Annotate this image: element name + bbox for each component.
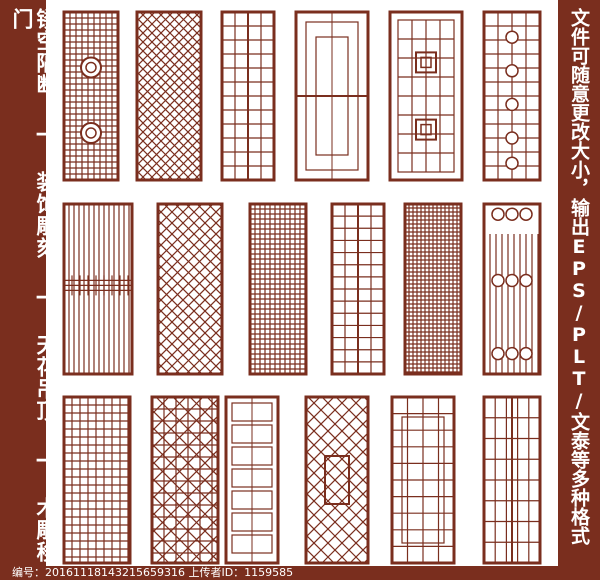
panel-floral-grid bbox=[482, 10, 542, 182]
panel-fine-grid bbox=[248, 202, 308, 376]
left-banner: 镂空隔断 — 装饰雕刻 — 天花吊顶 — 木雕移门 bbox=[0, 0, 58, 580]
panel-step-frames bbox=[390, 395, 456, 565]
panel-octagon-lattice bbox=[150, 395, 220, 565]
panel-ladder-frame bbox=[330, 202, 386, 376]
panel-square-grid bbox=[62, 395, 132, 565]
right-banner-text: 文件可随意更改大小，输出EPS/PLT/文泰等多种格式 bbox=[568, 8, 590, 545]
panel-arched-bars bbox=[482, 395, 542, 565]
footer-text: 编号：20161118143215659316 上传者ID：1159585 bbox=[12, 566, 294, 579]
panel-dense-grid bbox=[403, 202, 463, 376]
panel-grid-with-medallions bbox=[62, 10, 120, 182]
panel-square-knots bbox=[388, 10, 464, 182]
panel-vertical-bars bbox=[62, 202, 134, 376]
panel-clover-bars bbox=[482, 202, 542, 376]
panel-open-frame bbox=[294, 10, 370, 182]
panel-grid-with-cross bbox=[220, 10, 276, 182]
panel-diagonal-lattice bbox=[135, 10, 203, 182]
panel-diagonal-knot bbox=[304, 395, 370, 565]
right-banner: 文件可随意更改大小，输出EPS/PLT/文泰等多种格式 bbox=[558, 0, 600, 580]
panel-stacked-frames bbox=[224, 395, 280, 565]
panel-diamond-lattice bbox=[156, 202, 224, 376]
left-banner-text: 镂空隔断 — 装饰雕刻 — 天花吊顶 — 木雕移门 bbox=[10, 8, 58, 563]
footer-bar: 编号：20161118143215659316 上传者ID：1159585 bbox=[0, 566, 600, 580]
